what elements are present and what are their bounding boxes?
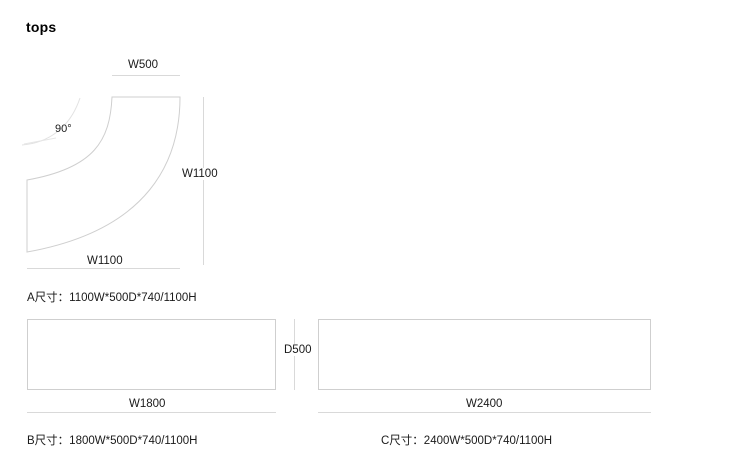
- page-title: tops: [26, 19, 57, 35]
- dim-label-a-top-width: W500: [124, 59, 163, 71]
- spec-text-a: A尺寸：1100W*500D*740/1100H: [27, 292, 197, 304]
- rect-top-c: [318, 319, 651, 390]
- corner-top-outline: [26, 96, 181, 253]
- dim-line-b-bottom: [27, 412, 276, 413]
- angle-label-90: 90°: [55, 123, 72, 135]
- angle-leader-line: [23, 137, 57, 145]
- spec-text-c: C尺寸：2400W*500D*740/1100H: [381, 435, 553, 447]
- angle-arc-icon: [21, 97, 81, 146]
- dim-line-a-right: [203, 97, 204, 265]
- dim-label-a-bottom-width: W1100: [83, 255, 127, 267]
- rect-top-b: [27, 319, 276, 390]
- dim-label-c-width: W2400: [462, 398, 507, 410]
- spec-text-b: B尺寸：1800W*500D*740/1100H: [27, 435, 198, 447]
- dim-label-depth: D500: [280, 344, 316, 356]
- dim-line-a-bottom: [27, 268, 180, 269]
- dim-label-a-right-height: W1100: [178, 168, 222, 180]
- dim-line-a-top: [112, 75, 180, 76]
- dim-label-b-width: W1800: [125, 398, 170, 410]
- dim-line-c-bottom: [318, 412, 651, 413]
